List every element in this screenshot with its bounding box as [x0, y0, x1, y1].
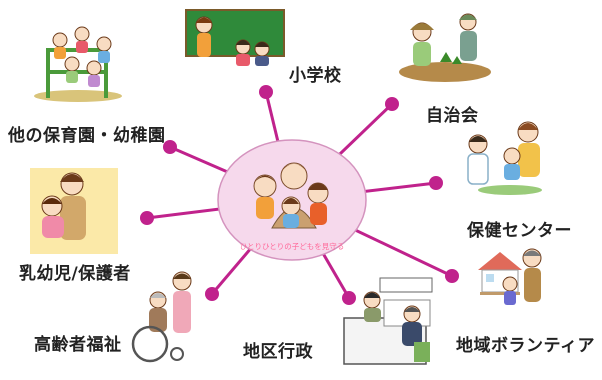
spoke-endpoints — [140, 85, 459, 305]
hoken-illustration — [467, 121, 542, 195]
label-school: 小学校 — [289, 66, 342, 86]
hub-caregiver-illustration — [253, 162, 329, 229]
jichikai-illustration — [399, 13, 491, 82]
dot-jichikai — [385, 97, 399, 111]
nyuyouji-illustration — [30, 168, 118, 254]
label-gyosei: 地区行政 — [243, 342, 313, 362]
label-koreisha: 高齢者福祉 — [34, 335, 122, 355]
dot-gyosei — [342, 291, 356, 305]
dot-nyuyouji — [140, 211, 154, 225]
koreisha-illustration — [131, 271, 192, 363]
dot-hoikuen — [163, 140, 177, 154]
label-hoken: 保健センター — [467, 221, 572, 241]
gyosei-illustration — [343, 277, 433, 365]
school-illustration — [185, 9, 285, 66]
hoikuen-illustration — [34, 26, 122, 102]
hub: ひとりひとりの子どもを見守る — [217, 139, 367, 261]
label-nyuyouji: 乳幼児/保護者 — [19, 264, 131, 284]
dot-koreisha — [205, 287, 219, 301]
dot-school — [259, 85, 273, 99]
label-volunteer: 地域ボランティア — [456, 336, 595, 356]
label-hoikuen: 他の保育園・幼稚園 — [8, 126, 166, 146]
volunteer-illustration — [478, 248, 542, 305]
dot-volunteer — [445, 269, 459, 283]
hub-caption: ひとりひとりの子どもを見守る — [240, 241, 345, 251]
label-jichikai: 自治会 — [426, 106, 479, 126]
dot-hoken — [429, 176, 443, 190]
